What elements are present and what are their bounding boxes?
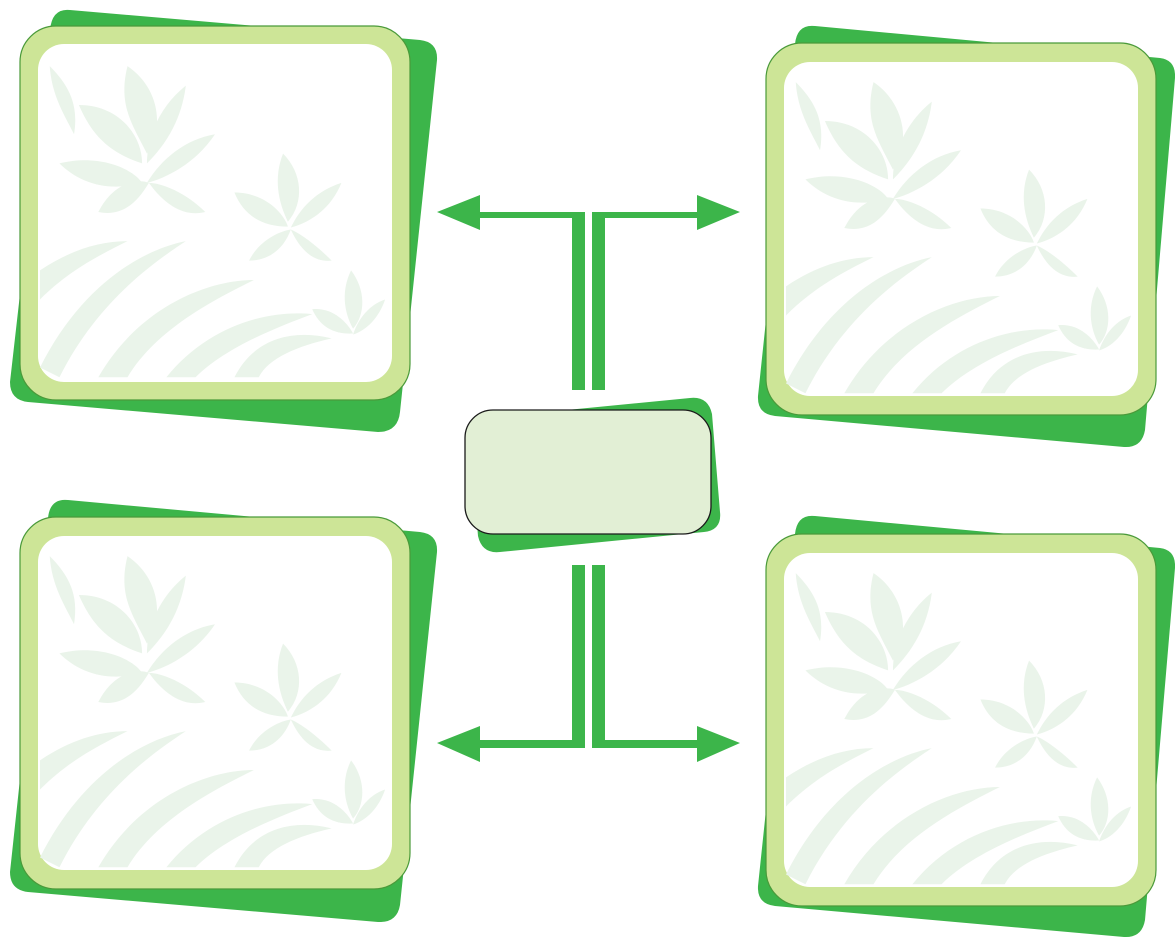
panel-bottom-left <box>10 500 437 922</box>
panel-bottom-right <box>758 516 1175 937</box>
panel-top-right <box>758 26 1175 447</box>
double-line-arrow-icon <box>437 195 585 390</box>
connector-bottom <box>437 565 740 762</box>
double-line-arrow-icon <box>437 565 585 762</box>
connector-top <box>437 195 740 390</box>
hub-box <box>465 410 711 534</box>
double-line-arrow-icon <box>592 565 740 762</box>
panel-top-left <box>10 10 437 432</box>
hub <box>465 398 720 552</box>
double-line-arrow-icon <box>592 195 740 390</box>
